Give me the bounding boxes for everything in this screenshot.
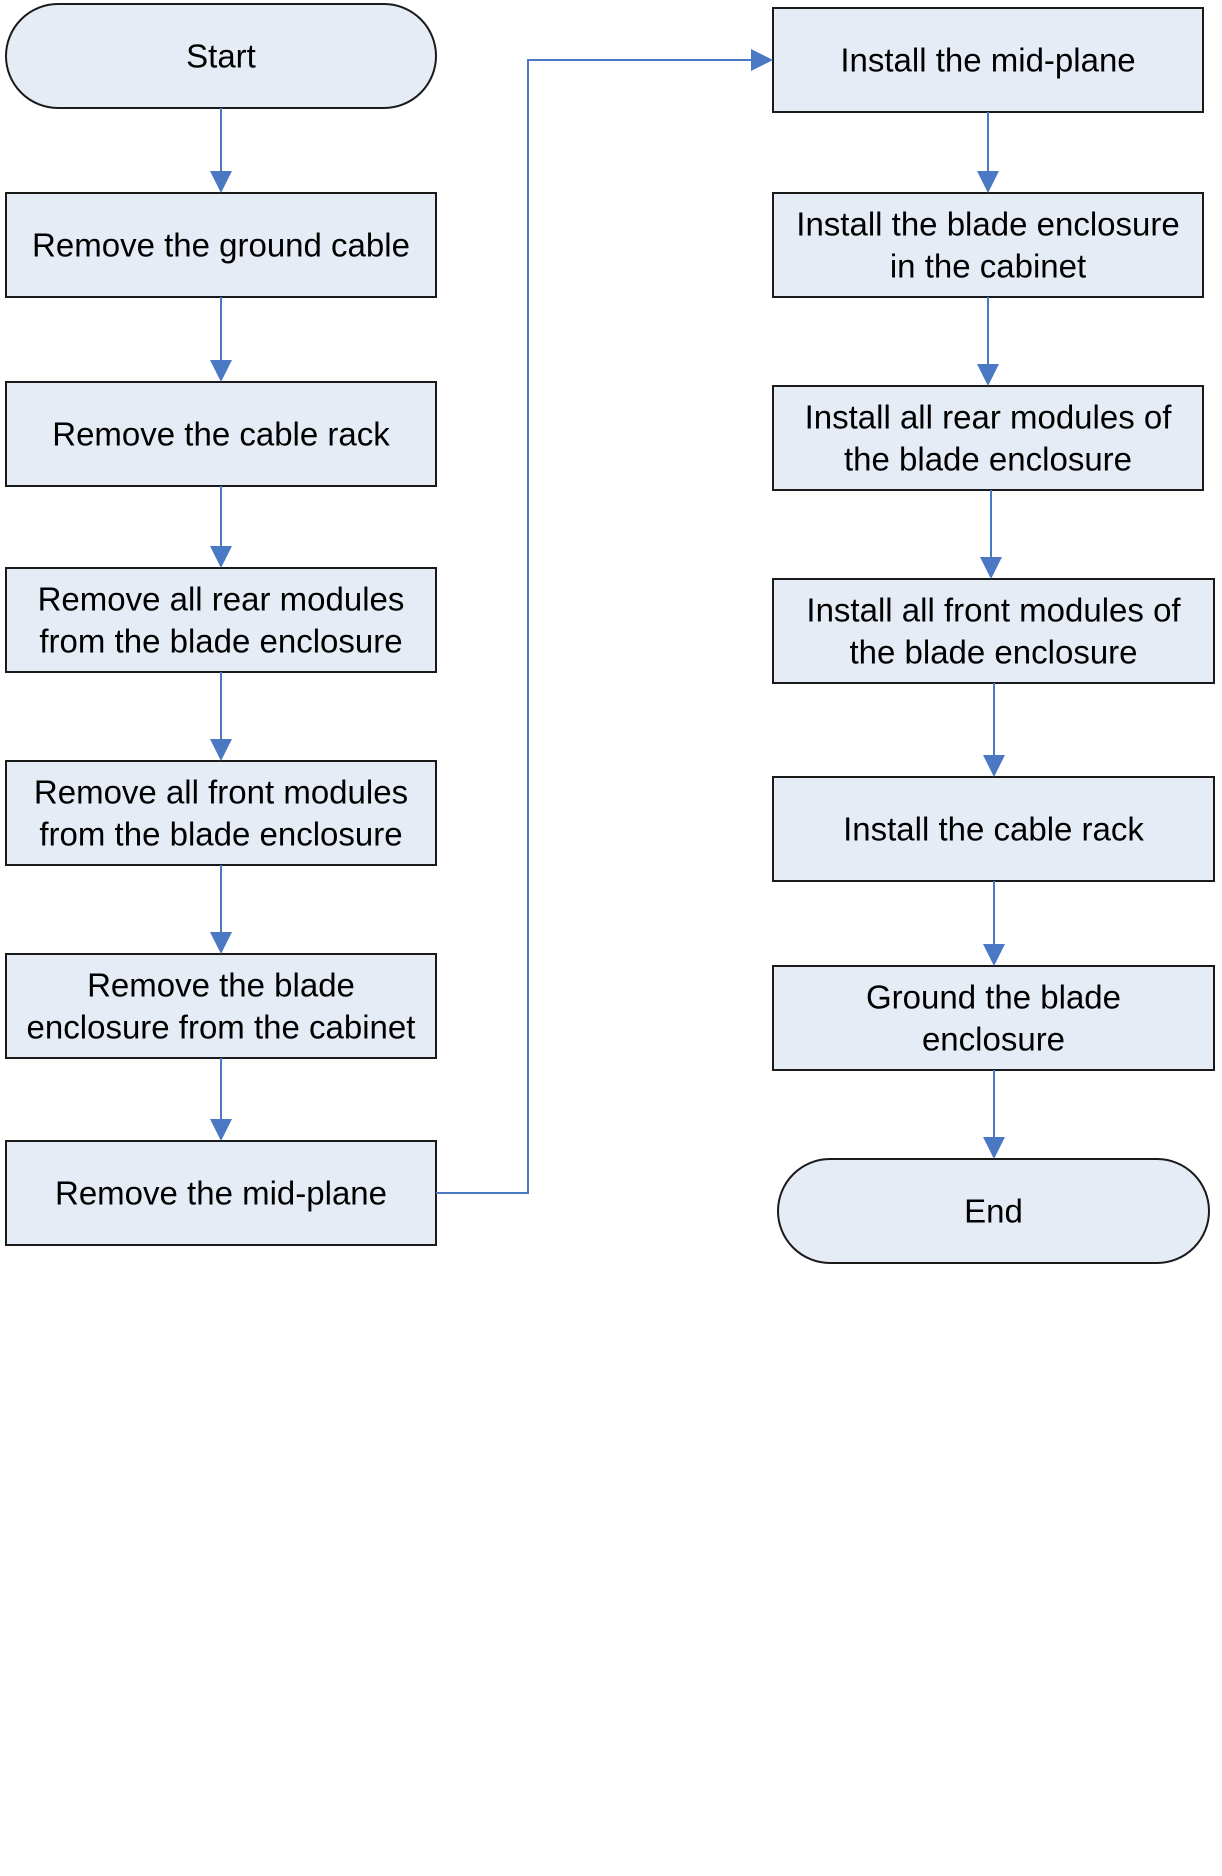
arrowhead [977,171,999,193]
connector-install-enclosure-to-install-rear-modules [977,297,999,386]
arrowhead [210,360,232,382]
arrowhead [983,755,1005,777]
process-box [772,578,1215,684]
node-label: Install the mid-plane [840,42,1135,79]
connector-remove-rear-modules-to-remove-front-modules [210,672,232,761]
node-install-enclosure: Install the blade enclosure in the cabine… [772,192,1204,298]
arrowhead [977,364,999,386]
arrowhead [210,932,232,954]
connector-install-front-modules-to-install-cable-rack [983,683,1005,777]
terminator-shape [777,1158,1210,1264]
arrowhead [210,1119,232,1141]
node-label: Install the blade enclosure [796,206,1179,243]
arrowhead [983,1137,1005,1159]
node-remove-enclosure: Remove the blade enclosure from the cabin… [5,953,437,1059]
node-label: the blade enclosure [849,634,1137,671]
process-box [772,7,1204,113]
arrowhead [980,557,1002,579]
node-remove-rear-modules: Remove all rear modules from the blade en… [5,567,437,673]
connector-remove-enclosure-to-remove-midplane [210,1058,232,1141]
connector-remove-midplane-to-install-midplane [436,49,773,1194]
node-label: from the blade enclosure [39,623,402,660]
arrowhead [751,49,773,71]
node-install-front-modules: Install all front modules of the blade en… [772,578,1215,684]
arrowhead [210,171,232,193]
node-label: End [964,1193,1023,1230]
node-remove-cable-rack: Remove the cable rack [5,381,437,487]
connector-install-cable-rack-to-ground-enclosure [983,881,1005,966]
node-remove-ground-cable: Remove the ground cable [5,192,437,298]
connector-remove-cable-rack-to-remove-rear-modules [210,486,232,568]
node-label: Start [186,38,256,75]
node-label: Remove the cable rack [52,416,390,453]
node-label: the blade enclosure [844,441,1132,478]
node-install-rear-modules: Install all rear modules of the blade enc… [772,385,1204,491]
connector-remove-front-modules-to-remove-enclosure [210,865,232,954]
node-ground-enclosure: Ground the blade enclosure [772,965,1215,1071]
process-box [772,385,1204,491]
connector-line [436,59,753,1194]
node-label: Remove all front modules [34,774,408,811]
connector-remove-ground-cable-to-remove-cable-rack [210,297,232,382]
node-install-midplane: Install the mid-plane [772,7,1204,113]
arrowhead [210,546,232,568]
node-label: Ground the blade [866,979,1121,1016]
node-end: End [777,1158,1210,1264]
arrowhead [210,739,232,761]
node-label: Remove the ground cable [32,227,410,264]
process-box [772,192,1204,298]
node-label: Install all rear modules of [805,399,1173,436]
node-label: Install all front modules of [806,592,1181,629]
node-start: Start [5,3,437,109]
node-label: Remove all rear modules [38,581,405,618]
node-install-cable-rack: Install the cable rack [772,776,1215,882]
process-box [5,192,437,298]
process-box [772,965,1215,1071]
arrowhead [983,944,1005,966]
node-remove-midplane: Remove the mid-plane [5,1140,437,1246]
node-remove-front-modules: Remove all front modules from the blade e… [5,760,437,866]
process-box [5,1140,437,1246]
connector-start-to-remove-ground-cable [210,108,232,193]
node-label: enclosure [922,1021,1065,1058]
node-label: from the blade enclosure [39,816,402,853]
node-label: enclosure from the cabinet [27,1009,416,1046]
connector-install-midplane-to-install-enclosure [977,112,999,193]
process-box [5,567,437,673]
node-label: Install the cable rack [843,811,1144,848]
node-label: Remove the blade [87,967,355,1004]
connector-ground-enclosure-to-end [983,1070,1005,1159]
node-label: in the cabinet [890,248,1086,285]
node-label: Remove the mid-plane [55,1175,387,1212]
connector-install-rear-modules-to-install-front-modules [980,490,1002,579]
